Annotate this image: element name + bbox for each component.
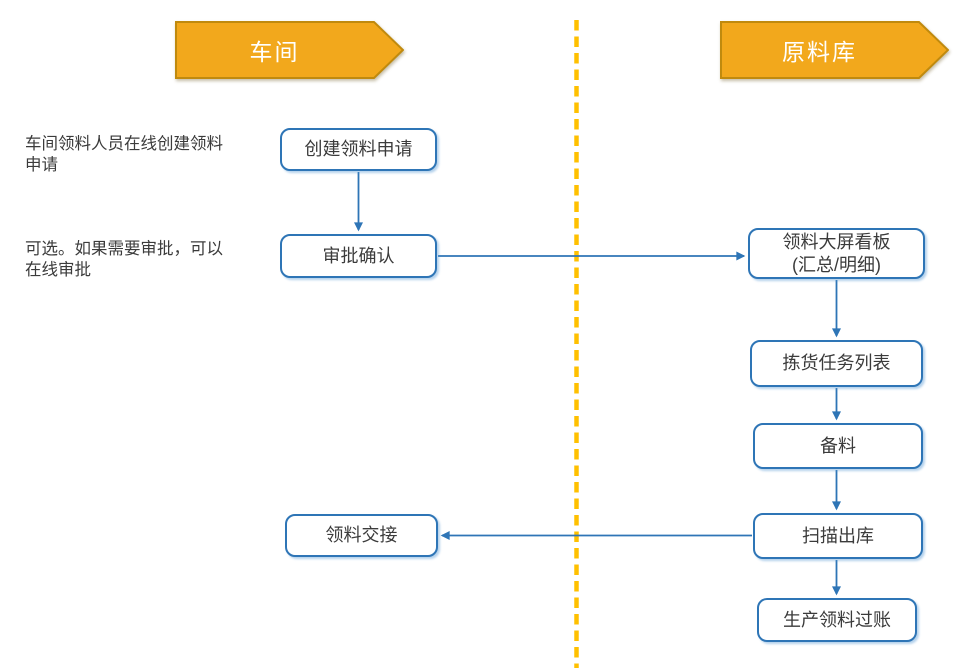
node-production-material-posting: 生产领料过账: [757, 598, 917, 642]
lane-banner-warehouse: 原料库: [720, 21, 949, 79]
node-scan-outbound: 扫描出库: [753, 513, 923, 559]
node-create-request: 创建领料申请: [280, 128, 437, 171]
annotation-approval-optional: 可选。如果需要审批，可以在线审批: [25, 240, 223, 279]
lane-banner-workshop: 车间: [175, 21, 404, 79]
banner-arrow-shape: [720, 21, 949, 79]
lane-title-warehouse: 原料库: [782, 39, 857, 65]
node-approval-confirm: 审批确认: [280, 234, 437, 278]
node-picking-task-list: 拣货任务列表: [750, 340, 923, 387]
node-prepare-material: 备料: [753, 423, 923, 469]
lane-title-workshop: 车间: [249, 39, 300, 65]
banner-arrow-shape: [175, 21, 404, 79]
node-requisition-dashboard: 领料大屏看板 (汇总/明细): [748, 228, 925, 279]
annotation-create-request: 车间领料人员在线创建领料申请: [25, 135, 223, 174]
node-material-handover: 领料交接: [285, 514, 438, 557]
